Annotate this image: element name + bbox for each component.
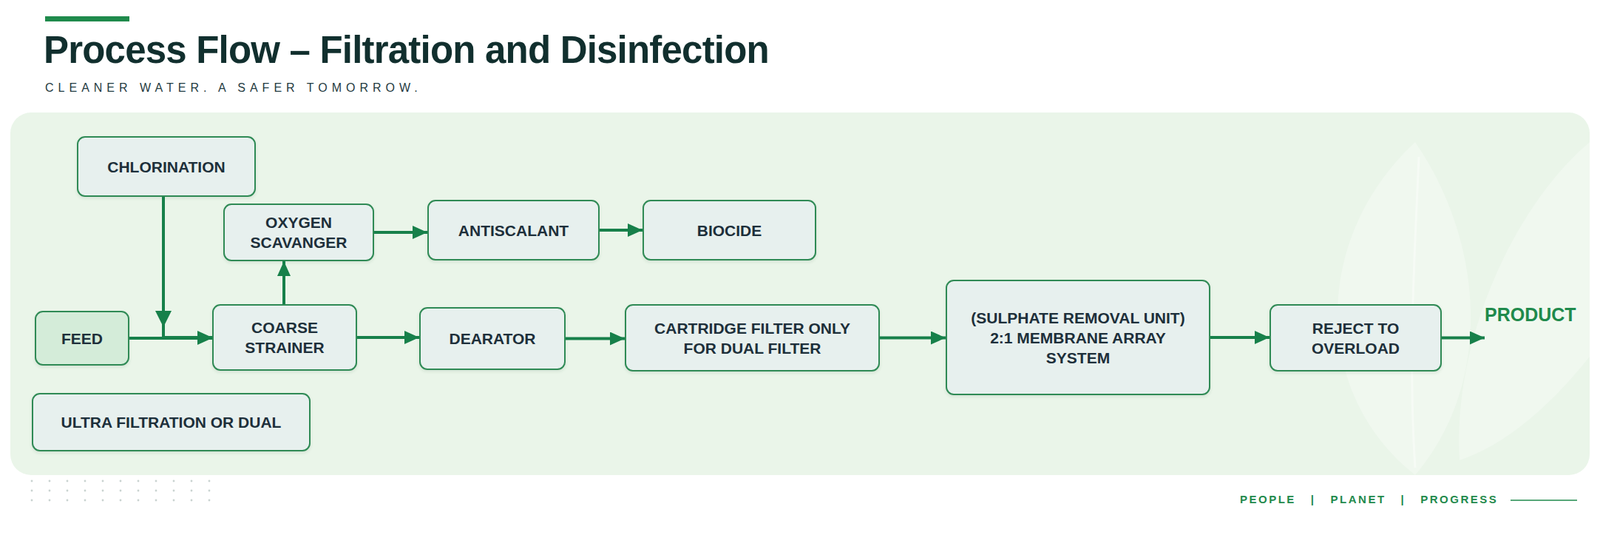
flow-arrow <box>374 230 428 234</box>
flow-arrow <box>129 336 213 340</box>
flow-arrow <box>879 336 946 340</box>
footer-word: PROGRESS <box>1420 492 1498 505</box>
node-text: ULTRA FILTRATION OR DUAL <box>61 411 282 432</box>
flow-arrow <box>1210 335 1270 339</box>
diagram-title: Process Flow – Filtration and Disinfecti… <box>43 28 769 72</box>
node-text: PRODUCT <box>1484 303 1577 325</box>
footer-rule <box>1510 499 1578 501</box>
flow-arrow <box>1441 336 1485 340</box>
subtitle-text: CLEANER WATER. A SAFER TOMORROW. <box>45 81 423 95</box>
flow-arrow <box>163 196 213 338</box>
process-box: CARTRIDGE FILTER ONLY FOR DUAL FILTER <box>624 303 880 372</box>
process-box: (SULPHATE REMOVAL UNIT) 2:1 MEMBRANE ARR… <box>945 279 1211 395</box>
process-box: ANTISCALANT <box>427 199 600 261</box>
footer-word: PLANET <box>1330 492 1387 505</box>
process-box: BIOCIDE <box>642 199 817 261</box>
process-box: DEARATOR <box>419 306 566 370</box>
node-text: OXYGEN SCAVANGER <box>235 212 363 253</box>
terminal-label-node: PRODUCT <box>1484 299 1581 344</box>
node-text: (SULPHATE REMOVAL UNIT) 2:1 MEMBRANE ARR… <box>958 307 1198 368</box>
dot-grid <box>31 479 211 502</box>
node-text: CARTRIDGE FILTER ONLY FOR DUAL FILTER <box>638 317 867 358</box>
flow-arrow <box>357 335 420 339</box>
process-box: ULTRA FILTRATION OR DUAL <box>31 392 311 452</box>
accent-bar <box>45 16 130 22</box>
footer-word: | <box>1401 492 1407 505</box>
process-box: REJECT TO OVERLOAD <box>1269 303 1442 372</box>
footer-word: PEOPLE <box>1239 492 1297 505</box>
process-box: OXYGEN SCAVANGER <box>223 203 375 261</box>
arrow-head <box>155 310 172 327</box>
flow-arrow <box>599 228 643 232</box>
node-text: ANTISCALANT <box>458 220 569 241</box>
process-box: COARSE STRAINER <box>212 303 358 371</box>
flow-arrow <box>565 337 625 341</box>
footer-word: | <box>1310 492 1317 505</box>
node-text: FEED <box>61 328 103 349</box>
footer-tagline: PEOPLE | PLANET | PROGRESS <box>1239 492 1498 505</box>
process-box: CHLORINATION <box>76 136 256 197</box>
node-text: COARSE STRAINER <box>224 317 346 358</box>
node-text: BIOCIDE <box>697 220 763 241</box>
flow-arrow <box>282 260 286 304</box>
node-text: CHLORINATION <box>107 156 225 177</box>
node-text: REJECT TO OVERLOAD <box>1281 317 1430 358</box>
node-text: DEARATOR <box>448 328 536 349</box>
process-box: FEED <box>34 310 130 366</box>
